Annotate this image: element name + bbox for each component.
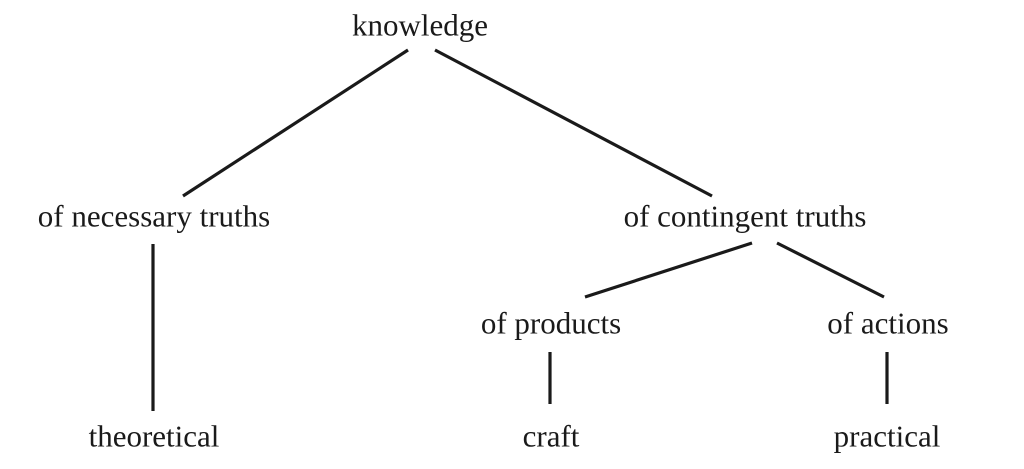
node-knowledge: knowledge <box>351 7 489 43</box>
edge-knowledge-necessary <box>182 48 409 198</box>
node-necessary-truths: of necessary truths <box>37 198 271 234</box>
edge-contingent-actions <box>776 241 885 299</box>
node-theoretical: theoretical <box>88 418 220 454</box>
node-contingent-truths: of contingent truths <box>623 198 867 234</box>
node-actions: of actions <box>827 305 949 341</box>
edge-knowledge-contingent <box>434 48 713 198</box>
edge-contingent-products <box>584 241 753 299</box>
node-products: of products <box>480 305 622 341</box>
node-practical: practical <box>833 418 941 454</box>
node-craft: craft <box>522 418 580 454</box>
